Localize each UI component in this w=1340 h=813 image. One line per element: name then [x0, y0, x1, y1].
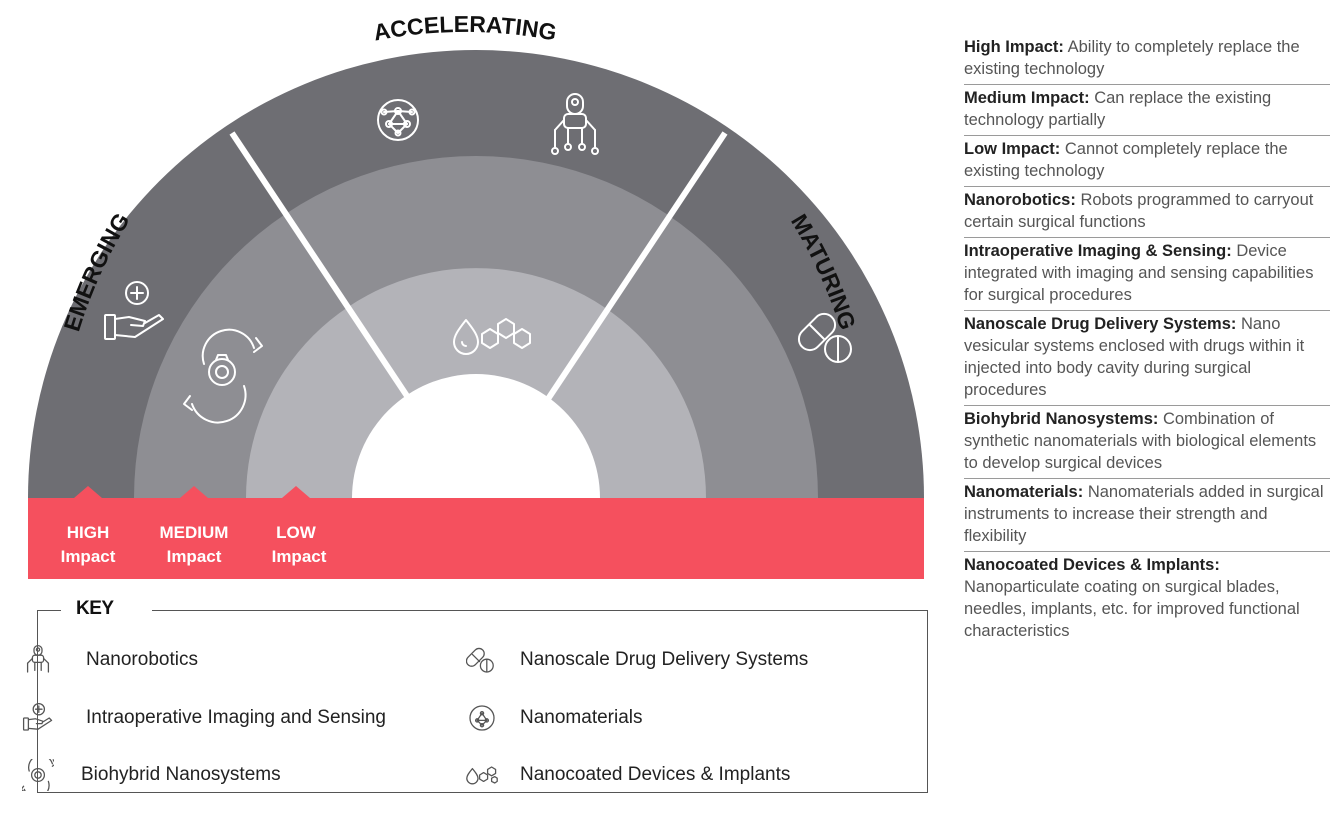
definition-high-impact: High Impact: Ability to completely repla… — [964, 34, 1330, 85]
definition-biohybrid: Biohybrid Nanosystems: Combination of sy… — [964, 406, 1330, 479]
key-label-imaging: Intraoperative Imaging and Sensing — [86, 707, 386, 728]
key-item-nanocoated: Nanocoated Devices & Implants — [466, 760, 790, 790]
definition-medium-impact: Medium Impact: Can replace the existing … — [964, 85, 1330, 136]
divider-left — [229, 131, 416, 407]
nanomaterials-network-icon — [469, 705, 495, 731]
key-border-left — [37, 610, 61, 611]
definition-nanocoated: Nanocoated Devices & Implants: Nanoparti… — [964, 556, 1300, 640]
center-hole — [352, 374, 600, 498]
key-label-nanorobotics: Nanorobotics — [86, 649, 198, 670]
biohybrid-cycle-icon — [22, 759, 54, 791]
low-marker — [282, 486, 310, 498]
key-label-drug-delivery: Nanoscale Drug Delivery Systems — [520, 649, 809, 670]
medium-impact-word: Impact — [167, 547, 222, 566]
key-item-biohybrid: Biohybrid Nanosystems — [22, 759, 281, 791]
imaging-hand-icon — [104, 281, 164, 340]
nanocoated-molecule-icon — [466, 766, 498, 785]
key-title: KEY — [76, 598, 114, 619]
definition-nanomaterials: Nanomaterials: Nanomaterials added in su… — [964, 479, 1330, 552]
impact-bar — [28, 498, 924, 579]
key-item-nanomaterials: Nanomaterials — [466, 703, 643, 733]
nanorobot-icon — [26, 644, 50, 673]
definitions-panel: High Impact: Ability to completely repla… — [964, 34, 1330, 646]
definition-imaging-sensing: Intraoperative Imaging & Sensing: Device… — [964, 238, 1330, 311]
high-impact-level: HIGH — [67, 523, 110, 542]
definition-low-impact: Low Impact: Cannot completely replace th… — [964, 136, 1330, 187]
technology-radar: HIGH Impact MEDIUM Impact LOW Impact EME… — [28, 11, 924, 579]
nanocoated-molecule-icon — [453, 318, 531, 355]
biohybrid-cycle-icon — [183, 328, 263, 424]
key-item-drug-delivery: Nanoscale Drug Delivery Systems — [466, 645, 808, 675]
medium-impact-level: MEDIUM — [160, 523, 229, 542]
divider-right — [543, 131, 728, 404]
medium-marker — [180, 486, 208, 498]
key-box — [37, 610, 928, 793]
accelerating-label: ACCELERATING — [371, 11, 558, 46]
nanomaterials-network-icon — [377, 99, 419, 141]
definition-drug-delivery: Nanoscale Drug Delivery Systems: Nano ve… — [964, 311, 1330, 406]
imaging-hand-icon — [22, 702, 53, 731]
key-label-biohybrid: Biohybrid Nanosystems — [81, 764, 281, 785]
capsule-pill-icon — [797, 312, 852, 363]
nanorobot-icon — [551, 93, 599, 155]
low-impact-level: LOW — [276, 523, 317, 542]
low-impact-word: Impact — [272, 547, 327, 566]
key-item-nanorobotics: Nanorobotics — [22, 644, 198, 675]
key-item-imaging: Intraoperative Imaging and Sensing — [22, 702, 386, 733]
key-label-nanocoated: Nanocoated Devices & Implants — [520, 764, 791, 785]
key-border-right — [152, 610, 928, 611]
high-impact-word: Impact — [61, 547, 116, 566]
high-marker — [74, 486, 102, 498]
key-label-nanomaterials: Nanomaterials — [520, 707, 643, 728]
capsule-pill-icon — [466, 647, 494, 673]
definition-nanorobotics: Nanorobotics: Robots programmed to carry… — [964, 187, 1330, 238]
